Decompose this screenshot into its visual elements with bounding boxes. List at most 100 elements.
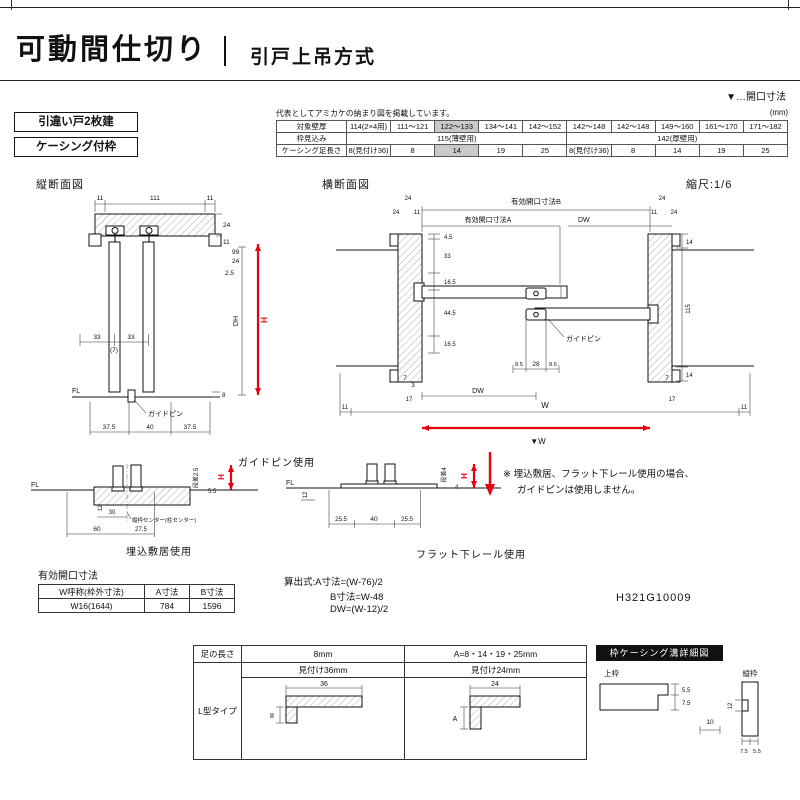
dim-label: 30 (109, 510, 116, 516)
depth-thick-cell: 142(厚壁用) (566, 132, 788, 145)
dim-label: 8.5 (549, 362, 557, 368)
casing-label: ケーシング足長さ (276, 144, 347, 157)
opening-cell: 1596 (189, 598, 235, 613)
dim-label: 12 (303, 491, 309, 498)
dim-label: 縦枠センター(柱センター) (132, 516, 196, 524)
dim-label: 有効開口寸法A (465, 215, 512, 224)
dim-label: 16.5 (444, 342, 456, 348)
door-panel (108, 241, 121, 393)
right-casing-trim (671, 233, 681, 247)
spec-row-casing: ケーシング足長さ 8(見付け36) 8 14 19 25 8(見付け36) 8 … (276, 144, 789, 157)
dim-label: 5.5 (682, 688, 691, 694)
depth-thin-cell: 115(薄壁用) (345, 132, 568, 145)
dim-label: 40 (370, 516, 378, 523)
dim-label: 11 (342, 405, 349, 411)
dim-label: 17 (669, 397, 676, 403)
hs-bottom-dimensions: 8.5 28 8.5 7 3 17 7 17 DW 11 W 11 ▼W (339, 320, 751, 446)
opening-cell: W16(1644) (38, 598, 145, 613)
casing-cell: 14 (654, 144, 700, 157)
dim-label: H (460, 473, 469, 479)
dim-label: 25.5 (401, 517, 413, 523)
guide-pin-caption: ガイドピン使用 (238, 458, 315, 469)
spec-row-wall: 対象壁厚 114(2×4用) 111〜121 122〜133 134〜141 1… (276, 120, 789, 133)
dim-label: 有効開口寸法B (511, 196, 561, 206)
vs-dh-dimension: DH (233, 246, 246, 396)
vs-floor: FL ガイドピン 8 (72, 388, 226, 418)
hs-top-dimensions: 有効開口寸法B 有効開口寸法A DW 24 24 11 24 11 24 (393, 196, 678, 284)
dim-label: 7.5 (682, 701, 691, 707)
dim-label: 2.5 (225, 270, 234, 277)
vs-mid-dimensions: 33 33 (7) (79, 334, 149, 354)
guide-pin (127, 389, 136, 403)
door-panel (142, 241, 155, 393)
dim-label: 8 (222, 393, 226, 399)
opening-header: B寸法 (189, 584, 235, 599)
dim-label: 8 (270, 713, 274, 720)
opening-header: W呼称(枠外寸法) (38, 584, 145, 599)
face24-header: 見付け24mm (404, 662, 587, 678)
opening-cell: 784 (144, 598, 190, 613)
casing-cell: 25 (742, 144, 789, 157)
casing-profile-24-drawing: 24 A (453, 681, 521, 729)
detail-box-title: 枠ケーシング溝詳細図 (596, 645, 723, 661)
horizontal-section-drawing: ガイドピン 有効開口寸法B 有効開口寸法A DW 24 24 11 24 11 … (336, 196, 754, 446)
vs-right-dimensions: 24 11 99 24 2.5 (216, 213, 240, 277)
depth-label: 枠見込み (276, 132, 347, 145)
wall-cell: 111〜121 (390, 120, 436, 133)
opening-table-block: 有効開口寸法 W呼称(枠外寸法) A寸法 B寸法 W16(1644) 784 1… (38, 567, 235, 613)
dim-label: 4.5 (444, 235, 453, 241)
wall-cell: 149〜160 (654, 120, 700, 133)
dim-label: DW (578, 217, 590, 224)
spec-table: 対象壁厚 114(2×4用) 111〜121 122〜133 134〜141 1… (276, 120, 789, 157)
leg-length-table: 足の長さ 8mm A=8・14・19・25mm L型タイプ 見付け36mm 見付… (193, 645, 587, 760)
dim-label: 段差4 (440, 467, 448, 483)
formula-line-2: B寸法=W-48 (330, 592, 384, 603)
dim-label: 11 (207, 195, 214, 202)
profile-cell-36: 36 8 (241, 677, 405, 760)
dim-label: 115 (686, 304, 692, 314)
formula-line-3: DW=(W-12)/2 (330, 604, 389, 615)
leg-8mm-header: 8mm (241, 645, 405, 663)
note-line-1: ※ 埋込敷居、フラット下レール使用の場合、 (503, 469, 695, 480)
dim-label: 44.5 (444, 311, 456, 317)
l-type-label: L型タイプ (193, 662, 242, 760)
horizontal-section-title: 横断面図 (322, 179, 370, 191)
casing-profile-36-drawing: 36 8 (270, 681, 363, 723)
casing-cell: 8(見付け36) (345, 144, 392, 157)
opening-header: A寸法 (144, 584, 190, 599)
hs-left-jamb (389, 233, 425, 383)
dim-label: 7 (403, 376, 407, 382)
top-frame-profile (599, 683, 669, 711)
dim-label: 24 (232, 258, 240, 265)
opening-legend: ▼…開口寸法 (726, 92, 786, 103)
spec-table-block: 代表としてアミカケの納まり図を掲載しています。 (mm) 対象壁厚 114(2×… (276, 108, 789, 157)
casing-cell-highlight: 14 (434, 144, 480, 157)
dim-label: 111 (150, 195, 160, 202)
side-frame-label: 縦枠 (743, 668, 758, 678)
right-casing-trim (208, 233, 222, 247)
wall-label: 対象壁厚 (276, 120, 347, 133)
dim-label: H (260, 317, 269, 323)
left-casing-trim (88, 233, 102, 247)
dim-label: 11 (741, 405, 748, 411)
spec-unit: (mm) (769, 108, 788, 117)
dim-label: 33 (93, 334, 101, 341)
groove (741, 699, 749, 712)
casing-cell: 8(見付け36) (566, 144, 612, 157)
fl-label: FL (72, 388, 80, 395)
dim-label: 24 (393, 210, 400, 216)
dim-label: 11 (651, 210, 658, 216)
note-line-2: ガイドピンは使用しません。 (517, 485, 641, 496)
page-title: 可動間仕切り (16, 34, 209, 66)
dim-label: DH (233, 316, 240, 326)
badge-door-type: 引違い戸2枚建 (14, 112, 138, 132)
spec-note: 代表としてアミカケの納まり図を掲載しています。 (276, 109, 454, 118)
door-panel (130, 464, 142, 488)
dim-label: 24 (405, 196, 412, 202)
title-separator (224, 36, 226, 66)
dim-label: 24 (491, 681, 499, 688)
hs-walls (336, 249, 754, 367)
hanger-roller (111, 227, 119, 234)
dim-label: 37.5 (184, 424, 197, 431)
